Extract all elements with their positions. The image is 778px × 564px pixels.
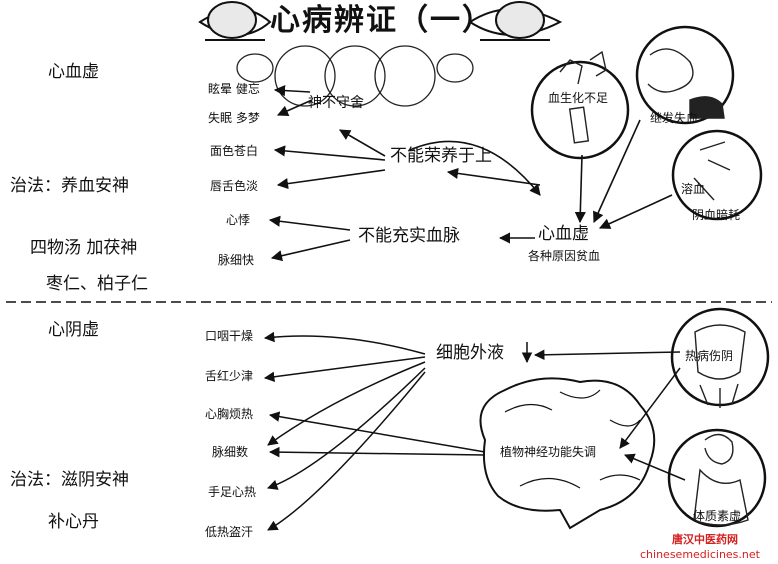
- section1-treatment: 治法：养血安神: [10, 176, 129, 196]
- title-banner: [198, 1, 563, 41]
- page-title: 心病辨证（一）: [270, 3, 494, 38]
- symptom-hot-palms: 手足心热: [208, 485, 257, 499]
- section2-arrows: [263, 331, 686, 531]
- watermark-url: chinesemedicines.net: [640, 548, 760, 561]
- section2-formula: 补心丹: [48, 512, 99, 532]
- autonomic-dysfunction: 植物神经功能失调: [500, 445, 597, 459]
- center-subtitle: 各种原因贫血: [528, 249, 601, 263]
- section1-arrows: [268, 84, 673, 262]
- brain-outline: [479, 377, 656, 530]
- cause-insufficient-production: 血生化不足: [548, 91, 609, 105]
- cause-yin-blood-consumption: 阴血暗耗: [692, 208, 741, 222]
- symptom-red-tongue: 舌红少津: [205, 369, 254, 383]
- symptom-chest-heat: 心胸烦热: [205, 407, 254, 421]
- symptom-pale-face: 面色苍白: [210, 144, 259, 158]
- cause-hemolysis: 溶血: [681, 182, 706, 196]
- extracellular-fluid: 细胞外液: [436, 343, 504, 363]
- mind-not-settled: 神不守舍: [308, 95, 364, 111]
- section2-name: 心阴虚: [48, 320, 99, 340]
- section2-treatment: 治法：滋阴安神: [10, 470, 129, 490]
- title-decor-circles: [236, 45, 474, 107]
- section1-name: 心血虚: [48, 62, 99, 82]
- cause-sketches: [559, 48, 749, 526]
- section1-formula-2: 枣仁、柏子仁: [46, 274, 148, 294]
- center-heart-blood-deficiency: 心血虚: [538, 224, 589, 244]
- symptom-pale-lips: 唇舌色淡: [210, 179, 259, 193]
- symptom-insomnia: 失眠 多梦: [208, 111, 260, 125]
- cause-secondary-bleeding: 继发失血: [650, 111, 699, 125]
- branch-lower: 不能充实血脉: [358, 226, 460, 246]
- section1-formula-1: 四物汤 加茯神: [30, 238, 138, 258]
- symptom-dry-throat: 口咽干燥: [205, 329, 254, 343]
- symptom-night-sweat: 低热盗汗: [205, 525, 254, 539]
- branch-upper: 不能荣养于上: [390, 146, 492, 166]
- watermark-site-name: 唐汉中医药网: [672, 533, 738, 546]
- symptom-pulse-thin-fast: 脉细快: [218, 253, 255, 267]
- symptom-dizziness: 眩晕 健忘: [208, 82, 260, 96]
- cause-weak-constitution: 体质素虚: [693, 509, 742, 523]
- symptom-pulse-thin-rapid: 脉细数: [212, 445, 249, 459]
- cause-febrile-yin-injury: 热病伤阴: [685, 349, 734, 363]
- symptom-palpitation: 心悸: [226, 213, 251, 227]
